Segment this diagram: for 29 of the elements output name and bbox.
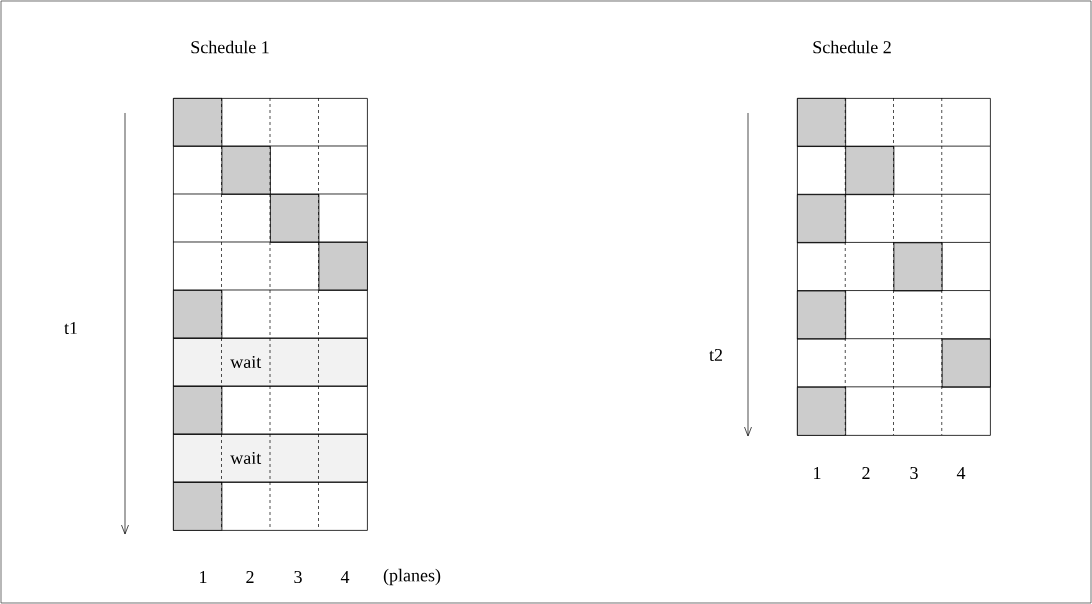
column-number: 2 [246, 571, 254, 583]
title-text: Schedule 1 [191, 40, 269, 54]
shaded-cell [318, 242, 368, 291]
column-number: 1 [200, 571, 207, 583]
axis-label: t2 [709, 348, 722, 362]
shaded-cell [941, 338, 991, 388]
shaded-cell [845, 146, 895, 196]
shaded-cell [797, 194, 847, 244]
shaded-cell [173, 98, 223, 147]
shaded-cell [893, 242, 943, 292]
column-number: 3 [910, 466, 918, 480]
shaded-cell [270, 194, 320, 243]
shaded-cell [173, 290, 223, 339]
wait-band: wait [173, 434, 368, 483]
shaded-cell [797, 98, 847, 147]
shaded-cell [797, 290, 847, 340]
column-number: 1 [814, 467, 821, 479]
column-number: 2 [862, 467, 870, 479]
column-number: 4 [956, 467, 966, 479]
shaded-cell [221, 146, 271, 195]
axis-label: (planes) [383, 568, 441, 586]
shaded-cell [797, 386, 847, 436]
title-text: Schedule 2 [813, 40, 891, 54]
column-number: 4 [340, 571, 350, 583]
column-number: 3 [294, 570, 302, 584]
shaded-cell [173, 386, 223, 435]
wait-band: wait [173, 338, 368, 387]
axis-label: t1 [64, 321, 77, 334]
shaded-cell [173, 482, 223, 531]
